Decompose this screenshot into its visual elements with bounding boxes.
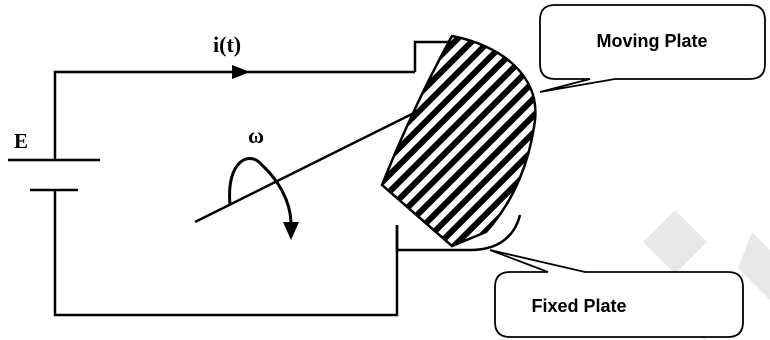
rotation-shaft (194, 108, 421, 224)
circuit-wires (53, 70, 415, 317)
battery-symbol (8, 158, 100, 192)
fixed-plate (395, 40, 522, 252)
fixed-plate-callout: Fixed Plate (489, 249, 744, 338)
top-wire (53, 70, 415, 160)
rotation-arrow-icon (228, 157, 299, 240)
fixed-plate-label: Fixed Plate (531, 296, 626, 316)
bottom-wire (53, 190, 399, 317)
current-arrow-icon (232, 65, 250, 79)
moving-plate-callout: Moving Plate (539, 4, 766, 93)
source-label: E (14, 129, 28, 153)
angular-velocity-label: ω (248, 123, 264, 148)
moving-plate-label: Moving Plate (596, 31, 707, 51)
current-label: i(t) (213, 32, 241, 57)
